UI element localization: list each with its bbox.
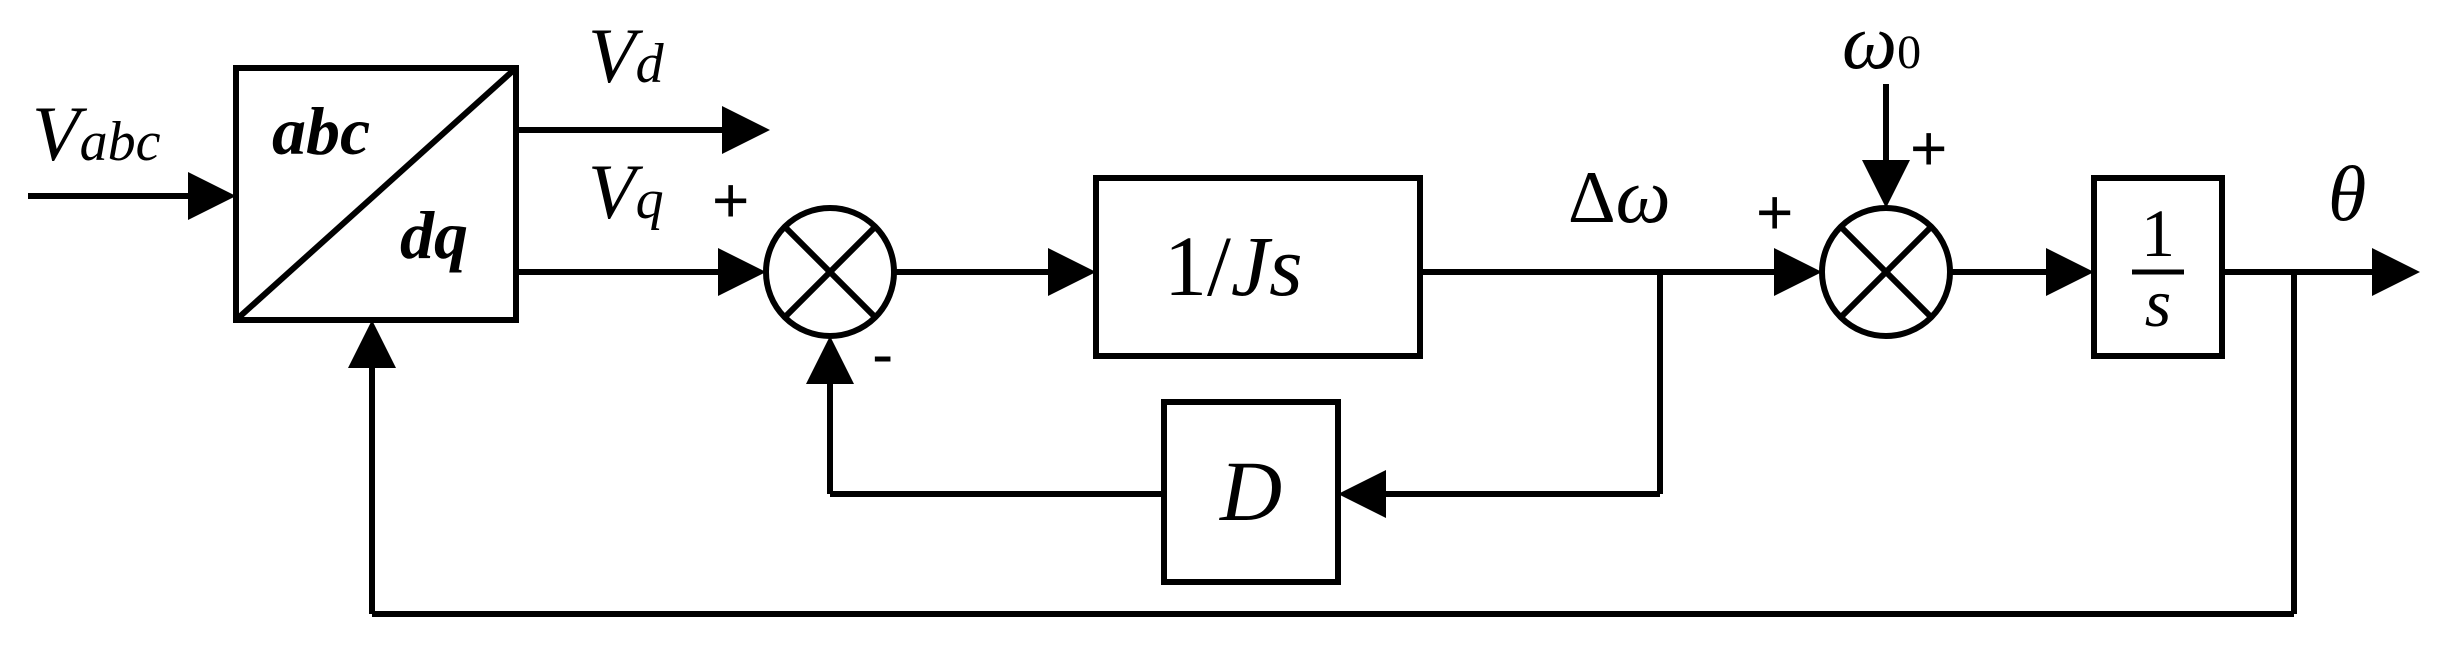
park-label-abc: abc [272, 93, 370, 169]
sum1-plus-sign: + [712, 164, 749, 236]
vq-arrow [718, 248, 766, 296]
input-vabc-arrow [188, 172, 236, 220]
integrator-numerator: 1 [2141, 195, 2175, 271]
sum2-cross-b [1838, 224, 1934, 320]
inertia-label: 1/Js [1164, 218, 1303, 314]
sum2-plus-top-sign: + [1910, 112, 1947, 184]
label-vabc: Vabc [32, 90, 161, 177]
park-transform-diagonal [233, 65, 519, 323]
vd-arrow [722, 106, 770, 154]
theta-arrow [2372, 248, 2420, 296]
sum1-to-inertia-arrow [1048, 248, 1096, 296]
label-vd: Vd [588, 12, 665, 99]
integrator-denominator: s [2145, 265, 2171, 341]
damping-label: D [1219, 443, 1282, 539]
park-label-dq: dq [400, 197, 468, 273]
label-omega0: ω0 [1842, 0, 1921, 85]
delta-omega-arrow [1774, 248, 1822, 296]
sum1-cross-b [782, 224, 878, 320]
damping-to-sum1-arrow [806, 336, 854, 384]
damping-input-arrow [1338, 470, 1386, 518]
integrator-block [2091, 175, 2225, 359]
sum1-minus-sign: - [872, 318, 893, 390]
label-delta-omega: Δω [1568, 152, 1671, 239]
sum2-plus-left-sign: + [1756, 176, 1793, 248]
label-theta: θ [2328, 150, 2366, 237]
theta-feedback-arrow [348, 320, 396, 368]
omega0-arrow [1862, 160, 1910, 208]
label-vq: Vq [588, 148, 664, 235]
sum2-to-integrator-arrow [2046, 248, 2094, 296]
inertia-block [1093, 175, 1423, 359]
